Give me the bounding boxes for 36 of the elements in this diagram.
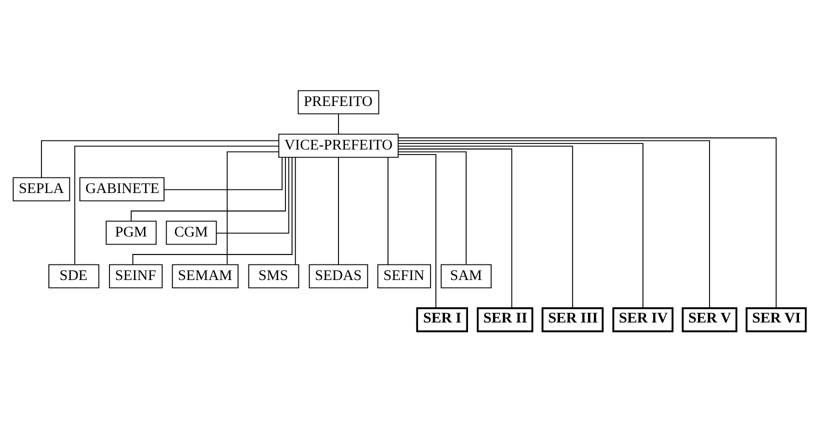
node-box: SER VI	[746, 306, 807, 332]
connector	[40, 140, 280, 178]
connector	[398, 136, 777, 308]
node-box: SER II	[476, 306, 534, 332]
node-box: SAM	[440, 264, 492, 288]
connector	[338, 113, 339, 134]
connector	[164, 156, 283, 190]
node-box: PREFEITO	[298, 90, 380, 114]
connector	[216, 156, 290, 234]
node-box: GABINETE	[79, 176, 164, 201]
node-box: VICE-PREFEITO	[278, 133, 399, 158]
connector	[74, 145, 280, 264]
node-box: SEMAM	[172, 264, 239, 288]
node-box: SEINF	[108, 264, 163, 288]
connector	[338, 156, 339, 264]
node-box: CGM	[166, 220, 217, 244]
connector	[398, 148, 512, 308]
node-box: SER III	[542, 306, 604, 332]
connector	[130, 156, 286, 222]
node-box: SEFIN	[377, 264, 432, 288]
node-box: SEDAS	[308, 264, 368, 288]
connector	[398, 154, 436, 308]
node-box: SER V	[682, 306, 738, 332]
node-box: SDE	[48, 264, 100, 288]
node-box: PGM	[106, 220, 157, 244]
connector	[398, 140, 710, 308]
connector	[398, 145, 574, 308]
connector	[132, 156, 293, 265]
node-box: SEPLA	[12, 176, 70, 201]
node-box: SER IV	[612, 306, 674, 332]
connector	[226, 150, 280, 264]
connector	[294, 156, 296, 264]
node-box: SMS	[248, 264, 300, 288]
connector	[398, 150, 467, 264]
connector	[398, 142, 644, 308]
node-box: SER I	[416, 306, 468, 332]
